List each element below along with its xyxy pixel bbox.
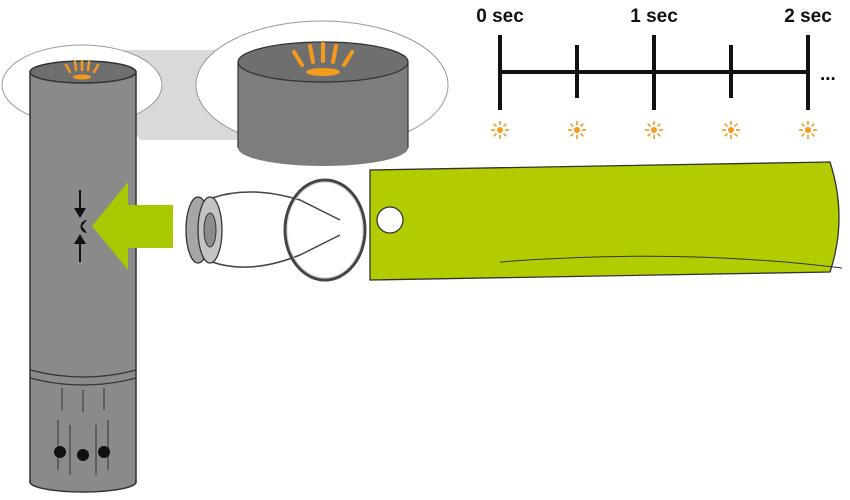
device-dot-2 — [77, 449, 89, 461]
keyfob-plug — [185, 196, 223, 264]
timeline-continuation: ... — [820, 64, 836, 85]
timeline-label: 0 sec — [476, 6, 524, 27]
keyfob-strap — [369, 161, 843, 281]
sun-burst-icon — [722, 121, 740, 139]
ring-icon — [283, 178, 367, 282]
sun-burst-icon — [491, 121, 509, 139]
sun-burst-icon — [568, 121, 586, 139]
device-dot-3 — [98, 446, 110, 458]
timeline: 0 sec 1 sec 2 sec... — [476, 6, 836, 139]
magnified-light-icon — [292, 42, 354, 76]
device-light-icon — [64, 59, 100, 80]
device-dot-1 — [54, 446, 66, 458]
compress-arrows-icon — [74, 190, 87, 262]
left-arrow-icon — [92, 182, 173, 270]
timeline-label: 2 sec — [784, 6, 832, 27]
device-cylinder — [29, 60, 137, 493]
strap-hole — [376, 206, 404, 234]
sun-burst-icon — [799, 121, 817, 139]
timeline-label: 1 sec — [630, 6, 678, 27]
keyfob-wire-loop — [211, 191, 341, 268]
sun-burst-icon — [645, 121, 663, 139]
